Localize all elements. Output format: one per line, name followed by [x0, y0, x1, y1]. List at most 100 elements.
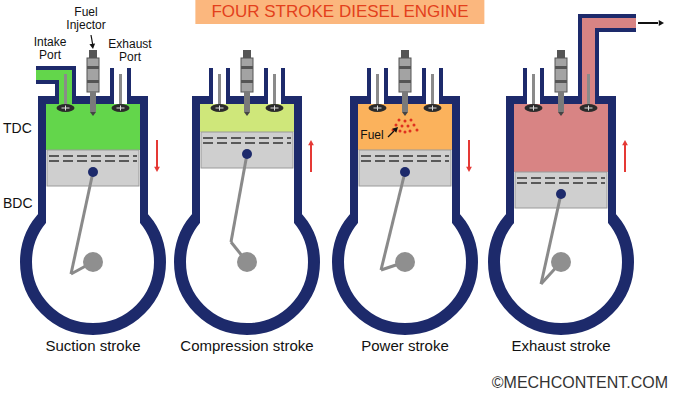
cylinder-bore: [200, 104, 294, 224]
cylinder-bore: [46, 104, 140, 224]
injector-nozzle: [402, 92, 408, 112]
port-label: Exhaust Port: [105, 38, 155, 64]
valve-mark: [533, 106, 534, 111]
piston-ring: [517, 182, 605, 184]
injector-body: [555, 58, 567, 92]
injector-tip: [244, 112, 250, 116]
port-wall: [209, 68, 213, 104]
stroke-caption: Suction stroke: [45, 338, 140, 354]
valve-head: [369, 104, 387, 112]
crankshaft: [395, 252, 415, 272]
fuel-spray: [410, 119, 413, 122]
port-label: Intake Port: [25, 36, 75, 62]
injector-body: [241, 58, 253, 92]
port-wall: [422, 68, 426, 104]
valve-head: [266, 104, 284, 112]
piston-ring: [361, 155, 449, 157]
port-wall: [127, 68, 131, 104]
injector-tip: [558, 112, 564, 116]
injector-body: [399, 58, 411, 92]
position-label: TDC: [3, 121, 32, 136]
valve-head: [112, 104, 130, 112]
port-wall: [264, 68, 268, 104]
injector-cap: [557, 50, 565, 58]
valve-head: [424, 104, 442, 112]
port-wall: [367, 68, 371, 104]
crankshaft: [83, 252, 103, 272]
valve-head: [211, 104, 229, 112]
valve-head: [525, 104, 543, 112]
piston-pin: [556, 189, 566, 199]
valve-head: [57, 104, 75, 112]
motion-arrowhead: [466, 167, 472, 172]
valve-stem: [431, 74, 434, 106]
part-label: Fuel Injector: [60, 6, 112, 32]
valve-stem: [587, 74, 590, 106]
injector-band: [555, 80, 567, 83]
piston: [359, 150, 451, 186]
stroke-caption: Exhaust stroke: [511, 338, 610, 354]
port-wall: [595, 28, 636, 32]
injector-band: [87, 80, 99, 83]
engine-cylinder: [180, 50, 314, 329]
valve-head: [580, 104, 598, 112]
port-wall: [281, 68, 285, 104]
fuel-spray: [399, 130, 402, 133]
cylinder-bore: [514, 104, 608, 224]
motion-arrow: [156, 140, 158, 168]
piston-ring: [49, 160, 137, 162]
fuel-spray: [404, 120, 407, 123]
connecting-rod: [231, 154, 247, 242]
port-wall: [72, 66, 76, 104]
valve-mark: [120, 106, 121, 111]
valve-mark: [219, 106, 220, 111]
piston: [515, 172, 607, 208]
injector-body: [87, 58, 99, 92]
piston-pin: [242, 149, 252, 159]
injector-band: [241, 80, 253, 83]
crankshaft: [551, 252, 571, 272]
fuel-spray: [409, 130, 412, 133]
port-wall: [578, 14, 636, 18]
port-wall: [595, 28, 599, 104]
stroke-caption: Power stroke: [361, 338, 449, 354]
injector-tip: [402, 112, 408, 116]
port-wall: [523, 68, 527, 104]
motion-arrow: [624, 144, 626, 172]
leader-line: [91, 35, 93, 44]
engine-cylinder: [338, 50, 472, 329]
valve-stem: [218, 74, 221, 106]
watermark: ©MECHCONTENT.COM: [492, 374, 668, 391]
piston-ring: [203, 142, 291, 144]
flow-arrow: [638, 22, 658, 24]
motion-arrowhead: [622, 140, 628, 145]
injector-cap: [401, 50, 409, 58]
injector-band: [87, 66, 99, 69]
cylinder-wall: [506, 96, 616, 214]
position-label: BDC: [3, 196, 33, 211]
injector-band: [399, 66, 411, 69]
injector-band: [399, 80, 411, 83]
injector-nozzle: [558, 92, 564, 112]
port-wall: [226, 68, 230, 104]
leader-arrowhead: [89, 43, 95, 49]
piston-ring: [203, 137, 291, 139]
injector-cap: [243, 50, 251, 58]
injector-tip: [90, 112, 96, 116]
piston-ring: [517, 177, 605, 179]
port-wall: [578, 14, 582, 104]
piston: [47, 150, 139, 186]
piston: [201, 132, 293, 168]
stroke-caption: Compression stroke: [180, 338, 313, 354]
flow-arrowhead: [659, 20, 664, 26]
motion-arrowhead: [308, 140, 314, 145]
cylinder-gas: [514, 104, 608, 172]
part-label: Fuel: [360, 129, 383, 142]
injector-nozzle: [90, 92, 96, 112]
motion-arrowhead: [154, 167, 160, 172]
valve-mark: [274, 106, 275, 111]
valve-stem: [273, 74, 276, 106]
crankshaft: [237, 252, 257, 272]
leader-arrowhead: [392, 127, 398, 133]
